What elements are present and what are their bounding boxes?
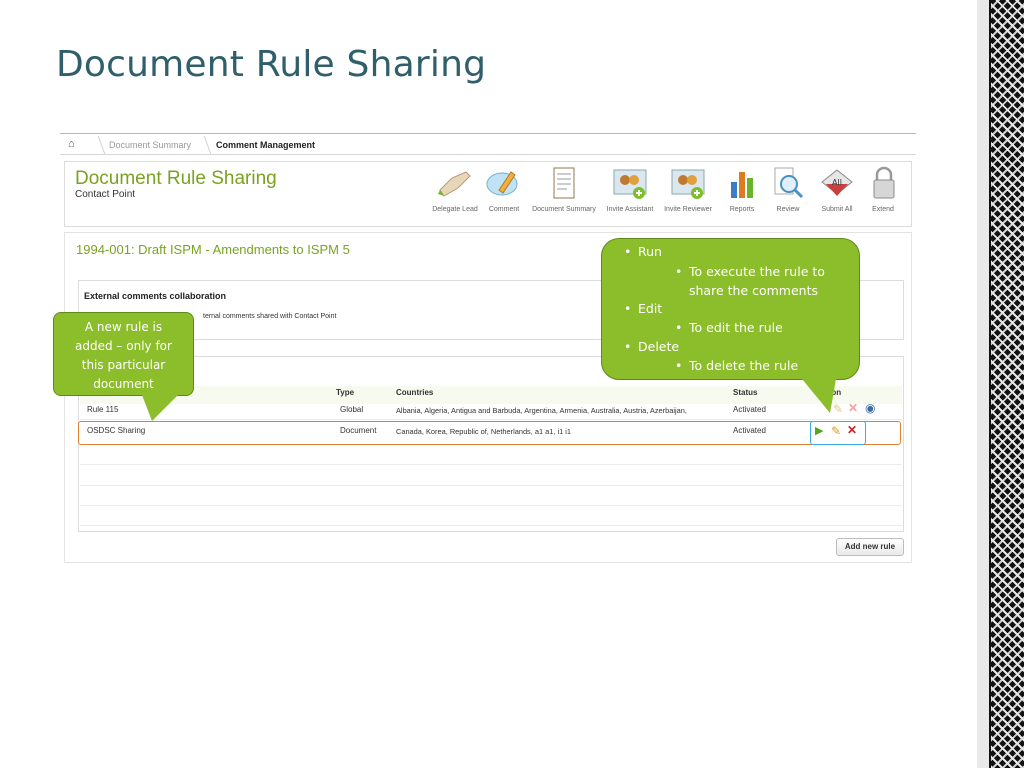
edit-icon[interactable]: ✎ <box>833 402 844 416</box>
content-panel <box>64 232 912 563</box>
highlighted-rule-row <box>78 421 901 445</box>
breadcrumb-comment-management: Comment Management <box>216 140 316 150</box>
rule-type: Global <box>340 405 364 414</box>
invite-assistant-button[interactable]: Invite Assistant <box>603 166 657 213</box>
external-comments-panel: External comments collaboration ternal c… <box>78 280 904 340</box>
svg-text:All: All <box>832 178 842 187</box>
submit-all-button[interactable]: All Submit All <box>815 166 859 213</box>
invite-reviewer-button[interactable]: Invite Reviewer <box>661 166 715 213</box>
delegate-hand-icon <box>438 171 471 197</box>
column-header-type: Type <box>336 388 355 397</box>
delete-icon[interactable]: ✕ <box>847 423 858 437</box>
column-header-status: Status <box>733 388 758 397</box>
action-buttons-group <box>810 421 866 445</box>
submit-all-icon: All <box>821 169 853 196</box>
rule-name: OSDSC Sharing <box>87 426 146 435</box>
run-icon[interactable]: ▶ <box>815 425 824 437</box>
breadcrumb-document-summary[interactable]: Document Summary <box>109 140 192 150</box>
rule-type: Document <box>340 426 377 435</box>
view-eye-icon[interactable]: ◉ <box>865 401 876 415</box>
slide-title: Document Rule Sharing <box>56 44 487 85</box>
external-comments-title: External comments collaboration <box>84 291 227 301</box>
page-header: Document Rule Sharing Contact Point Dele… <box>64 161 912 227</box>
rule-status: Activated <box>733 405 766 414</box>
comment-button[interactable]: Comment <box>485 166 523 213</box>
document-icon <box>553 167 575 199</box>
external-comments-description: ternal comments shared with Contact Poin… <box>203 313 337 320</box>
slide-border-decoration <box>977 0 1024 768</box>
rule-name: Rule 115 <box>87 405 119 414</box>
review-button[interactable]: Review <box>769 166 807 213</box>
rule-status: Activated <box>733 426 766 435</box>
extend-button[interactable]: Extend <box>865 166 901 213</box>
edit-icon[interactable]: ✎ <box>831 424 842 438</box>
padlock-icon <box>873 166 895 199</box>
invite-people-icon <box>613 169 647 199</box>
invite-people-icon <box>671 169 705 199</box>
breadcrumb: ⌂ Document Summary Comment Management <box>60 133 916 155</box>
document-summary-button[interactable]: Document Summary <box>530 166 598 213</box>
document-heading: 1994-001: Draft ISPM - Amendments to ISP… <box>76 242 350 257</box>
page-subtitle: Contact Point <box>75 189 136 200</box>
magnifier-icon <box>774 167 804 199</box>
rule-countries: Albania, Algeria, Antigua and Barbuda, A… <box>396 406 687 415</box>
actions-legend-callout: Run To execute the rule to share the com… <box>601 238 860 413</box>
home-icon[interactable]: ⌂ <box>68 138 75 150</box>
rule-countries: Canada, Korea, Republic of, Netherlands,… <box>396 427 572 436</box>
add-new-rule-button[interactable]: Add new rule <box>836 538 904 556</box>
comment-bubble-icon <box>486 171 518 196</box>
delegate-lead-button[interactable]: Delegate Lead <box>429 166 481 213</box>
page-title: Document Rule Sharing <box>75 168 277 189</box>
reports-button[interactable]: Reports <box>723 166 761 213</box>
new-rule-callout: A new rule is added – only for this part… <box>53 312 194 421</box>
delete-icon[interactable]: ✕ <box>848 401 859 415</box>
column-header-countries: Countries <box>396 388 434 397</box>
bar-chart-icon <box>731 172 753 198</box>
